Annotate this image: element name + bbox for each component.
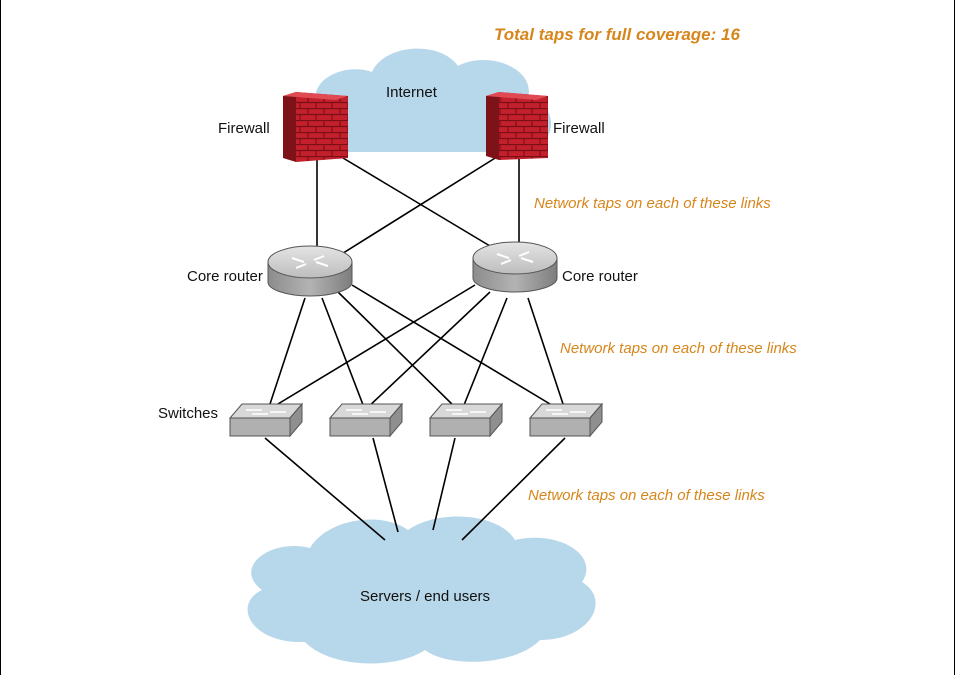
firewall-left-icon bbox=[283, 92, 348, 162]
tap-annotation-tier1: Network taps on each of these links bbox=[534, 195, 771, 212]
link-r1-s4 bbox=[351, 284, 561, 411]
switch-1-icon bbox=[228, 402, 304, 438]
link-s4-servers bbox=[461, 437, 566, 541]
link-fw1-r2 bbox=[337, 154, 501, 253]
link-r2-s4 bbox=[527, 297, 566, 411]
links bbox=[264, 154, 566, 541]
firewall-left-label: Firewall bbox=[218, 120, 270, 137]
servers-label: Servers / end users bbox=[360, 588, 490, 605]
router-left-label: Core router bbox=[187, 268, 263, 285]
switch-4-icon bbox=[528, 402, 604, 438]
link-r1-s1 bbox=[267, 297, 306, 411]
switch-3-icon bbox=[428, 402, 504, 438]
switch-2-icon bbox=[328, 402, 404, 438]
link-r2-s1 bbox=[267, 284, 476, 411]
link-s3-servers bbox=[432, 437, 456, 531]
firewall-right-label: Firewall bbox=[553, 120, 605, 137]
link-r1-s2 bbox=[321, 297, 366, 411]
router-right-icon bbox=[472, 241, 558, 293]
switches-label: Switches bbox=[158, 405, 218, 422]
servers-cloud bbox=[247, 516, 596, 664]
tap-annotation-tier3: Network taps on each of these links bbox=[528, 487, 765, 504]
router-right-label: Core router bbox=[562, 268, 638, 285]
router-left-icon bbox=[267, 245, 353, 297]
link-s1-servers bbox=[264, 437, 386, 541]
link-fw2-r1 bbox=[339, 154, 501, 256]
link-r2-s3 bbox=[461, 297, 508, 411]
tap-annotation-tier2: Network taps on each of these links bbox=[560, 340, 797, 357]
link-s2-servers bbox=[372, 437, 399, 533]
link-r2-s2 bbox=[364, 291, 491, 411]
firewall-right-icon bbox=[486, 92, 548, 160]
total-taps-title: Total taps for full coverage: 16 bbox=[494, 25, 740, 44]
link-r1-s3 bbox=[337, 291, 459, 411]
internet-label: Internet bbox=[386, 84, 438, 101]
